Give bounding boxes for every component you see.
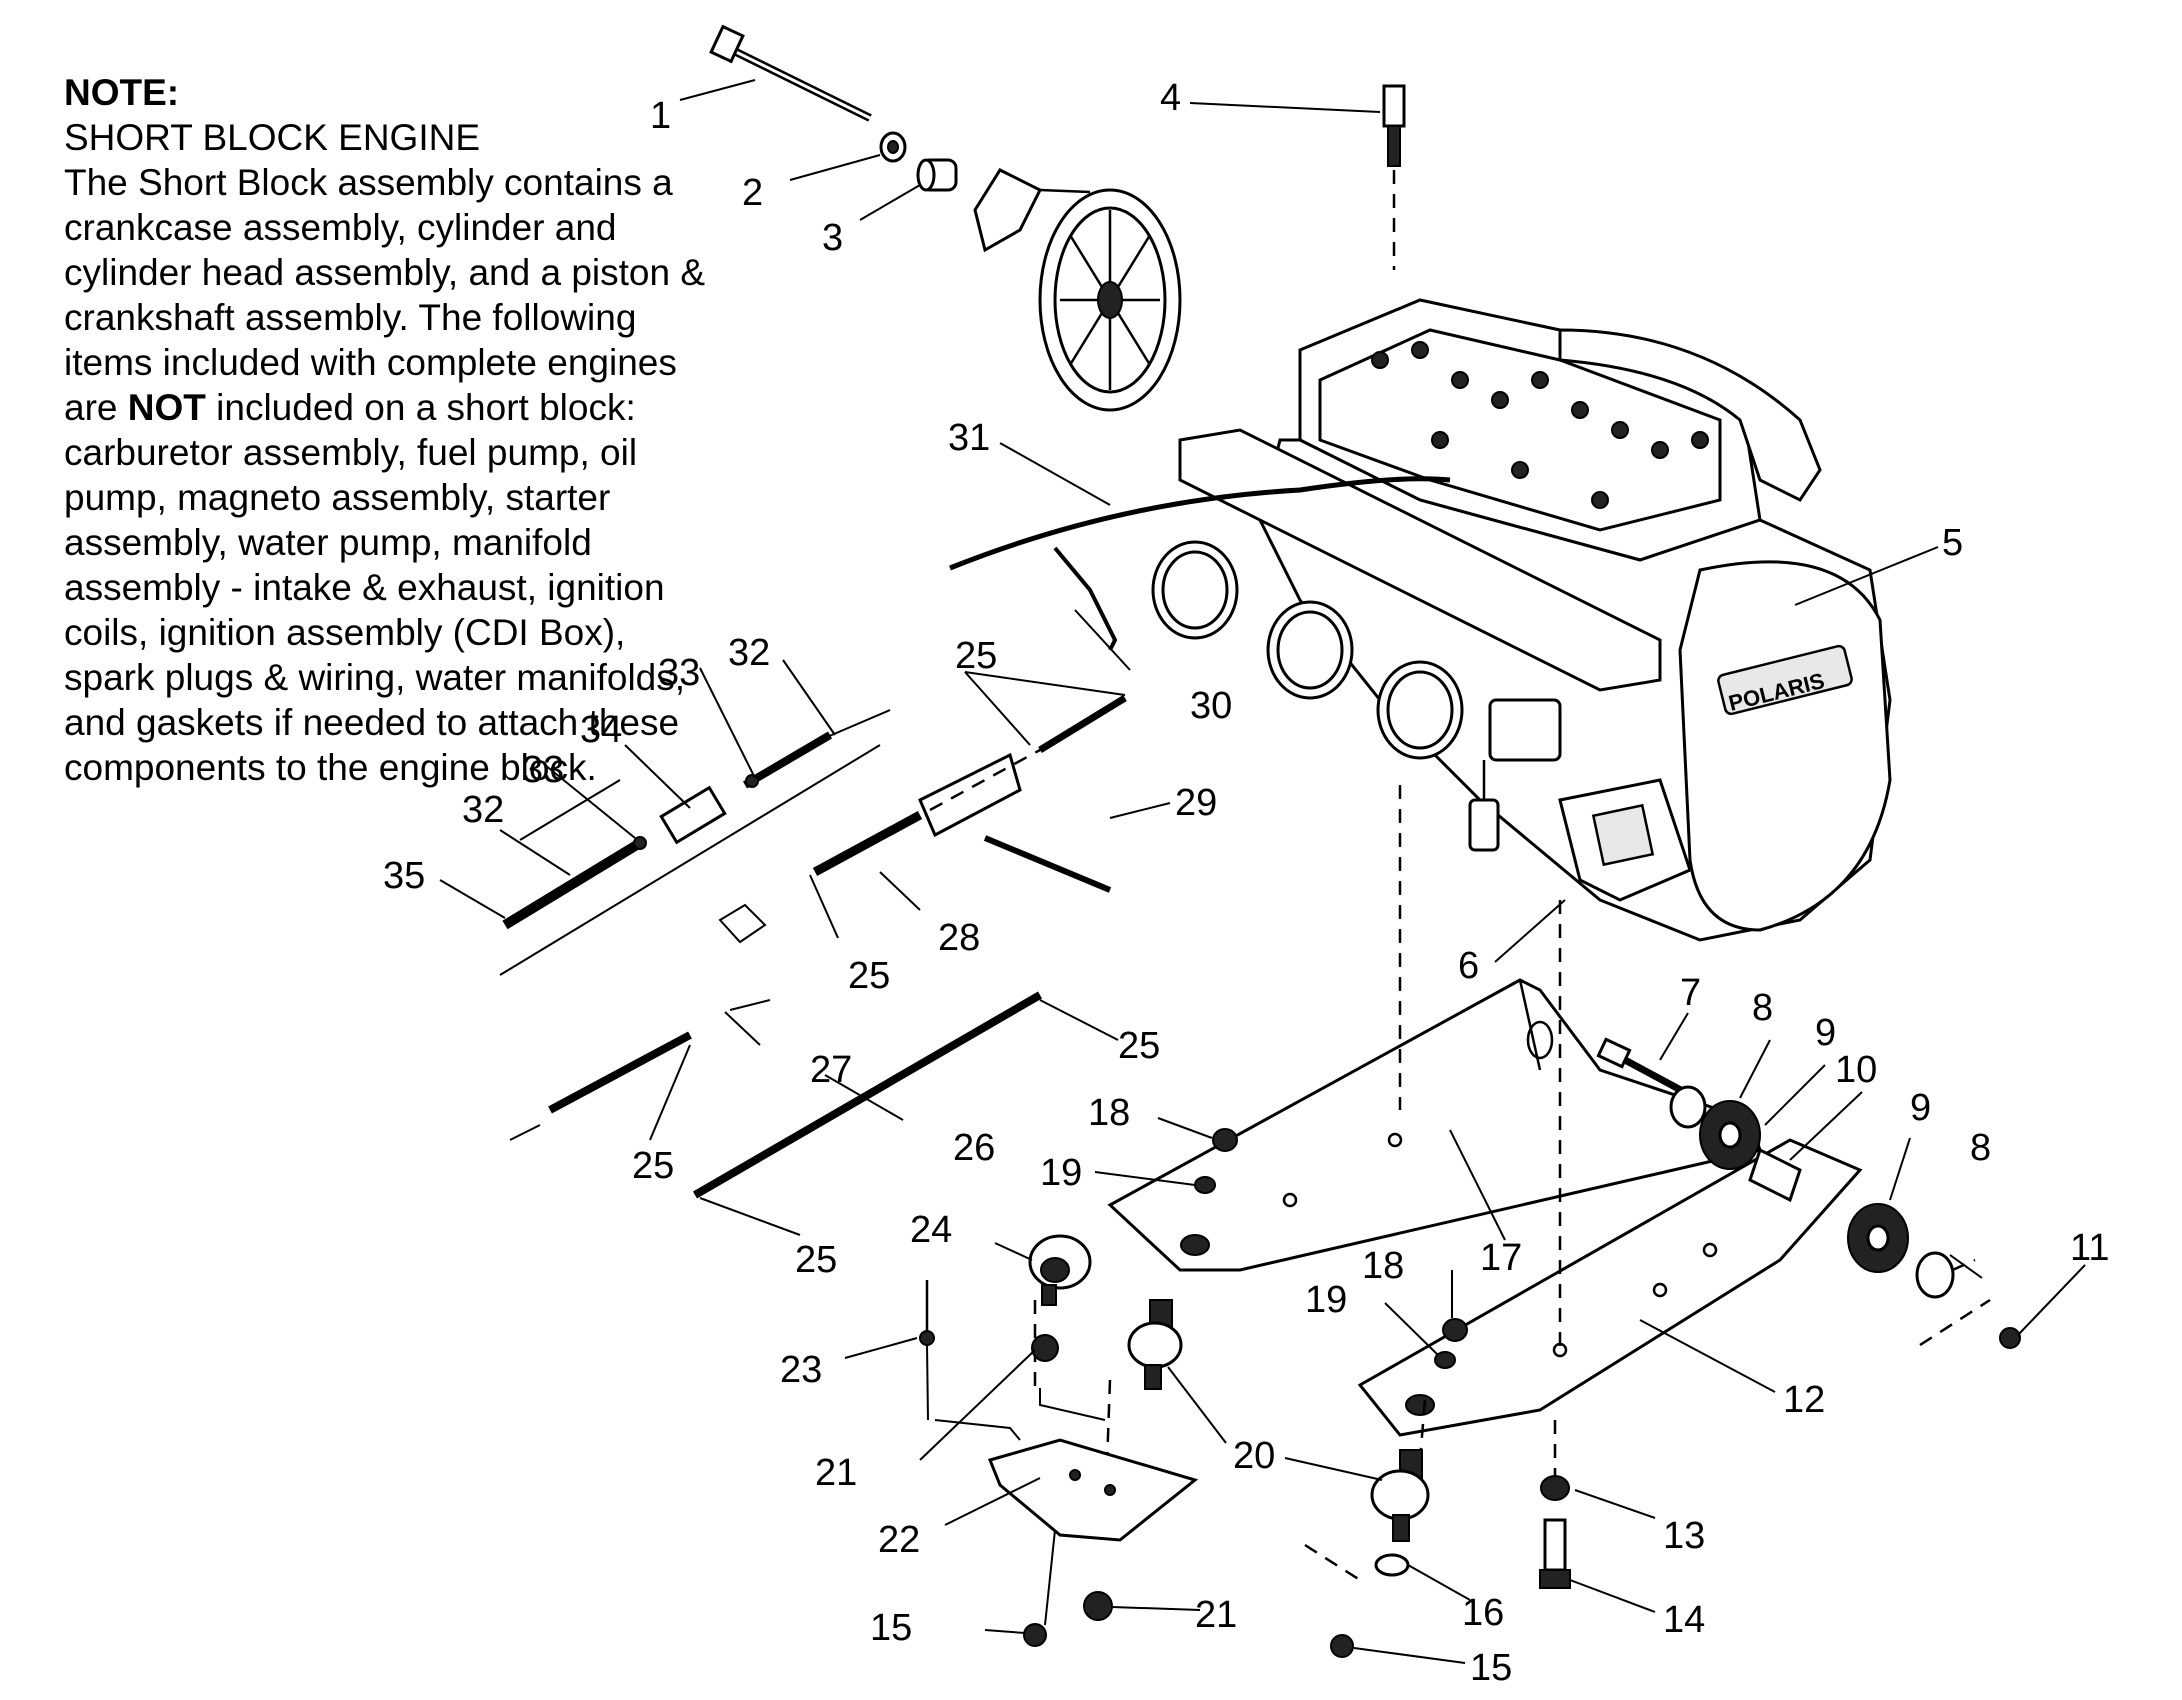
part-15-nut bbox=[1023, 1623, 1047, 1647]
callout-20: 20 bbox=[1233, 1435, 1275, 1477]
note-subtitle: SHORT BLOCK ENGINE bbox=[64, 117, 481, 158]
callout-25e: 25 bbox=[795, 1239, 837, 1281]
callout-35: 35 bbox=[383, 855, 425, 897]
cylinder-head-studs bbox=[1371, 341, 1709, 509]
part-3-bushing bbox=[916, 158, 958, 192]
callout-17: 17 bbox=[1480, 1237, 1522, 1279]
part-30-clip bbox=[1053, 546, 1118, 651]
part-22-bracket bbox=[934, 1388, 1199, 1542]
callout-9a: 9 bbox=[1815, 1012, 1836, 1054]
part-9-rubber-mount bbox=[1699, 1100, 1761, 1170]
callout-25d: 25 bbox=[632, 1145, 674, 1187]
part-28-rod-assembly bbox=[812, 695, 1127, 876]
part-21-nut-lower bbox=[1083, 1591, 1113, 1621]
note-body-start: The Short Block assembly contains a cran… bbox=[64, 162, 706, 428]
callout-28: 28 bbox=[938, 917, 980, 959]
part-4-spark-plug bbox=[1382, 84, 1406, 270]
part-21-nut bbox=[1031, 1334, 1059, 1362]
callout-19a: 19 bbox=[1040, 1152, 1082, 1194]
part-24-mount bbox=[1028, 1234, 1092, 1306]
flywheel-housing bbox=[973, 168, 1182, 412]
callout-22: 22 bbox=[878, 1519, 920, 1561]
callout-13: 13 bbox=[1663, 1515, 1705, 1557]
part-29-tie-strap bbox=[983, 835, 1112, 893]
part-26-rod bbox=[509, 991, 1043, 1199]
callout-3: 3 bbox=[822, 217, 843, 259]
callout-8a: 8 bbox=[1752, 987, 1773, 1029]
note-title: NOTE: bbox=[64, 72, 180, 113]
note-body-end: included on a short block: carburetor as… bbox=[64, 387, 686, 788]
part-19-washer-rear bbox=[1434, 1351, 1456, 1369]
engine-block: POLARIS bbox=[1151, 298, 1892, 942]
callout-4: 4 bbox=[1160, 77, 1181, 119]
part-20-isolator bbox=[1127, 1299, 1183, 1390]
callout-6: 6 bbox=[1458, 945, 1479, 987]
callout-numbers: 1 2 3 4 5 6 7 8 9 10 9 8 11 12 13 14 15 … bbox=[383, 77, 2109, 1689]
part-15-nut-rear bbox=[1330, 1634, 1354, 1658]
short-block-note: NOTE:SHORT BLOCK ENGINE The Short Block … bbox=[64, 70, 724, 790]
callout-15b: 15 bbox=[1470, 1647, 1512, 1689]
note-body-emphasis: NOT bbox=[127, 387, 206, 428]
callout-18b: 18 bbox=[1362, 1245, 1404, 1287]
callout-32a: 32 bbox=[728, 632, 770, 674]
callout-34: 34 bbox=[580, 709, 622, 751]
part-18-nut bbox=[1212, 1128, 1238, 1152]
callout-24: 24 bbox=[910, 1209, 952, 1251]
callout-21a: 21 bbox=[815, 1452, 857, 1494]
callout-14: 14 bbox=[1663, 1599, 1705, 1641]
callout-33a: 33 bbox=[658, 652, 700, 694]
callout-18a: 18 bbox=[1088, 1092, 1130, 1134]
callout-25a: 25 bbox=[955, 635, 997, 677]
part-9-rubber-mount-rear bbox=[1847, 1203, 1909, 1273]
callout-32b: 32 bbox=[462, 789, 504, 831]
part-23-screw bbox=[919, 1280, 935, 1421]
callout-29: 29 bbox=[1175, 782, 1217, 824]
part-14-bolt bbox=[1539, 1518, 1571, 1589]
part-8-washer-rear bbox=[1915, 1251, 1955, 1299]
callout-7: 7 bbox=[1680, 972, 1701, 1014]
part-31-wire bbox=[949, 476, 1451, 571]
callout-2: 2 bbox=[742, 172, 763, 214]
callout-9b: 9 bbox=[1910, 1087, 1931, 1129]
part-5-pto-cover bbox=[1678, 560, 1892, 932]
part-10-spacer bbox=[1748, 1147, 1802, 1203]
callout-11: 11 bbox=[2070, 1227, 2109, 1269]
part-18-nut-rear bbox=[1442, 1318, 1468, 1342]
part-6-exhaust-gasket bbox=[1558, 778, 1692, 902]
callout-27: 27 bbox=[810, 1049, 852, 1091]
callout-25b: 25 bbox=[848, 955, 890, 997]
callout-19b: 19 bbox=[1305, 1279, 1347, 1321]
callout-31: 31 bbox=[948, 417, 990, 459]
callout-5: 5 bbox=[1942, 522, 1963, 564]
callout-25c: 25 bbox=[1118, 1025, 1160, 1067]
part-19-washer bbox=[1194, 1176, 1216, 1194]
part-20-isolator-rear bbox=[1370, 1449, 1430, 1542]
part-11-nut bbox=[1999, 1327, 2021, 1349]
part-8-washer bbox=[1669, 1085, 1707, 1129]
callout-16: 16 bbox=[1462, 1592, 1504, 1634]
callout-1: 1 bbox=[650, 95, 671, 137]
callout-26: 26 bbox=[953, 1127, 995, 1169]
callout-21b: 21 bbox=[1195, 1594, 1237, 1636]
part-13-washer bbox=[1540, 1475, 1570, 1501]
callout-12: 12 bbox=[1783, 1379, 1825, 1421]
part-1-bolt bbox=[709, 24, 872, 122]
callout-33b: 33 bbox=[522, 749, 564, 791]
callout-15a: 15 bbox=[870, 1607, 912, 1649]
callout-23: 23 bbox=[780, 1349, 822, 1391]
part-12-rear-mount-plate bbox=[1357, 1138, 1863, 1437]
part-32-35-rod-assembly bbox=[502, 709, 891, 930]
intake-boots bbox=[1151, 540, 1464, 760]
leader-lines bbox=[439, 79, 2086, 1664]
callout-8b: 8 bbox=[1970, 1127, 1991, 1169]
callout-10: 10 bbox=[1835, 1049, 1877, 1091]
callout-30: 30 bbox=[1190, 685, 1232, 727]
part-16-washer bbox=[1374, 1553, 1410, 1577]
